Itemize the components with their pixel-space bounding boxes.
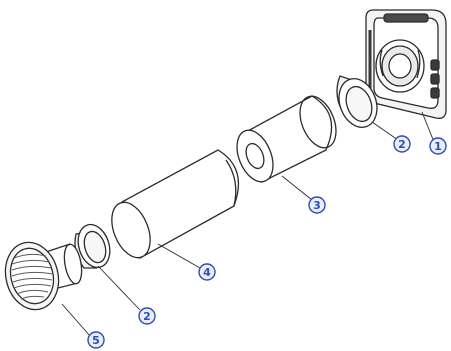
callout-1: 1 [429,137,447,155]
part-1-front-panel [365,9,447,119]
callout-2-lower: 2 [138,307,156,325]
part-2-seal-ring-lower [74,223,111,269]
callout-1-label: 1 [434,140,442,153]
part-5-external-grille [4,241,83,311]
leader-1 [421,111,435,143]
part-2-seal-ring-upper [336,75,378,128]
leader-lines [61,111,435,337]
leader-4 [157,243,201,269]
callout-5-label: 5 [92,334,100,347]
leader-3 [281,175,313,201]
callout-5: 5 [87,331,105,349]
callout-2-upper-label: 2 [398,138,406,151]
callout-2-upper: 2 [393,135,411,153]
callout-4-label: 4 [203,266,211,279]
callout-3-label: 3 [313,199,321,212]
part-3-inner-cylinder [236,95,337,183]
callout-4: 4 [198,263,216,281]
leader-2b [97,265,141,311]
callout-3: 3 [308,196,326,214]
leader-5 [61,303,91,337]
part-4-pipe [111,149,240,259]
leader-2a [371,121,399,141]
callout-2-lower-label: 2 [143,310,151,323]
